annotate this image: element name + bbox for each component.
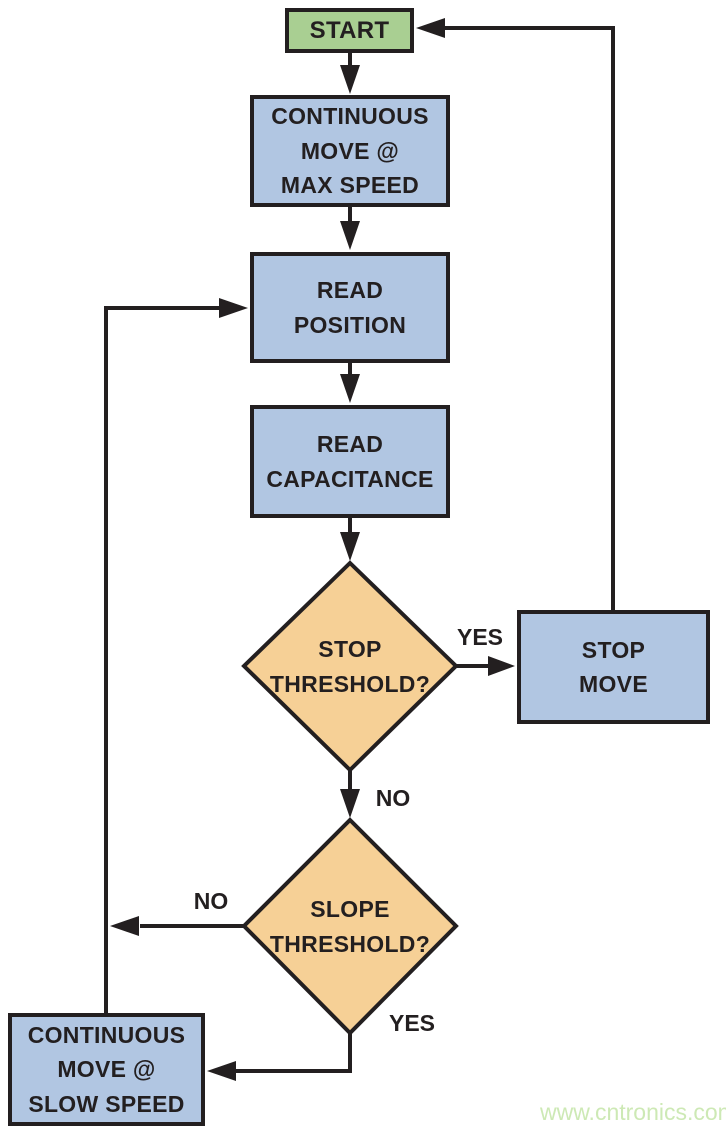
edge-label-stop-yes: YES xyxy=(456,624,504,650)
node-label-line: SLOPE xyxy=(310,896,390,922)
node-label-line: THRESHOLD? xyxy=(269,670,431,697)
node-label-line: MOVE @ xyxy=(57,1056,156,1083)
arrowhead-left-loop-join xyxy=(110,916,139,936)
decision-stop-threshold-shape xyxy=(241,560,459,773)
edge-stop-move-to-start xyxy=(444,26,615,610)
node-label-line: MOVE @ xyxy=(300,137,400,164)
arrowhead-left-start xyxy=(416,18,445,38)
node-label-line: STOP xyxy=(581,636,646,663)
node-read-capacitance: READ CAPACITANCE xyxy=(250,405,450,518)
node-slope-threshold: SLOPE THRESHOLD? xyxy=(244,820,456,1033)
node-label-line: STOP xyxy=(318,636,382,662)
node-read-position: READ POSITION xyxy=(250,252,450,363)
edge-label-slope-no: NO xyxy=(193,888,229,914)
node-label-line: CONTINUOUS xyxy=(27,1021,186,1048)
decision-slope-threshold-shape xyxy=(241,817,459,1036)
arrowhead-right-stop-move xyxy=(488,656,515,676)
arrowhead-down-max-speed xyxy=(340,65,360,94)
edge-label-slope-yes: YES xyxy=(388,1010,436,1036)
node-continuous-move-slow-speed: CONTINUOUS MOVE @ SLOW SPEED xyxy=(8,1013,205,1126)
node-stop-threshold: STOP THRESHOLD? xyxy=(244,563,456,770)
arrowhead-down-slope-threshold xyxy=(340,789,360,818)
node-label-line: POSITION xyxy=(293,311,407,338)
node-label-line: CAPACITANCE xyxy=(266,465,434,492)
node-continuous-move-max-speed: CONTINUOUS MOVE @ MAX SPEED xyxy=(250,95,450,207)
arrowhead-left-slow-speed xyxy=(207,1061,236,1081)
node-label-line: READ xyxy=(316,277,384,303)
edge-slope-yes-to-slow-speed xyxy=(234,1033,352,1073)
node-label-line: THRESHOLD? xyxy=(269,930,431,957)
node-label-line: MOVE xyxy=(579,671,648,697)
arrowhead-down-stop-threshold xyxy=(340,532,360,561)
watermark: www.cntronics.com xyxy=(540,1099,726,1125)
node-label-line: MAX SPEED xyxy=(280,172,420,199)
node-label-line: READ xyxy=(316,431,384,457)
edge-label-stop-no: NO xyxy=(375,785,411,811)
node-stop-move: STOP MOVE xyxy=(517,610,710,724)
arrowhead-right-read-position xyxy=(219,298,248,318)
arrowhead-down-read-position xyxy=(340,221,360,250)
edge-loop-to-read-position xyxy=(104,306,224,1013)
node-label-line: CONTINUOUS xyxy=(271,103,429,130)
arrowhead-down-read-capacitance xyxy=(340,374,360,403)
node-start: START xyxy=(285,8,414,53)
node-label-line: SLOW SPEED xyxy=(28,1090,185,1117)
node-start-label: START xyxy=(309,16,390,44)
